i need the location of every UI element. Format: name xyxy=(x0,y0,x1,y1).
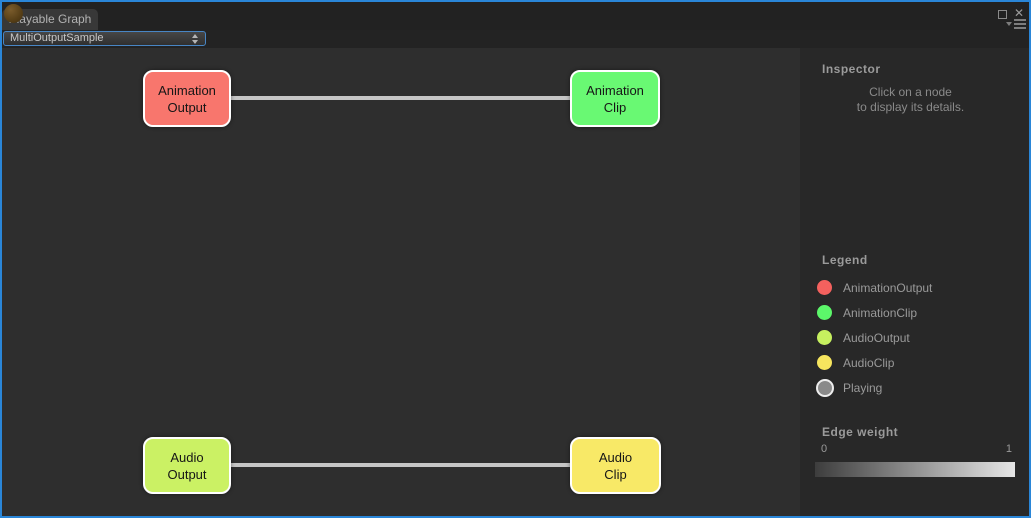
node-label: Audio Output xyxy=(167,449,207,482)
graph-node-animation-clip[interactable]: Animation Clip xyxy=(570,70,660,127)
unity-logo-icon xyxy=(4,4,23,23)
edge-animation-output-to-clip xyxy=(229,96,572,100)
graph-node-audio-output[interactable]: Audio Output xyxy=(143,437,231,494)
legend-color-dot xyxy=(817,355,832,370)
graph-node-audio-clip[interactable]: Audio Clip xyxy=(570,437,661,494)
edge-weight-max: 1 xyxy=(1005,443,1012,455)
edge-weight-gradient-bar xyxy=(815,462,1015,477)
legend-color-dot xyxy=(816,378,834,397)
legend-item-audio-clip: AudioClip xyxy=(815,350,1021,375)
dropdown-triangle-icon xyxy=(1006,22,1012,26)
legend-list: AnimationOutput AnimationClip AudioOutpu… xyxy=(815,275,1021,400)
tab-playable-graph[interactable]: Playable Graph xyxy=(2,9,98,30)
hamburger-icon xyxy=(1014,19,1026,29)
legend-item-label: AnimationOutput xyxy=(843,280,933,295)
legend-item-playing: Playing xyxy=(815,375,1021,400)
legend-title: Legend xyxy=(822,253,868,267)
edge-weight-title: Edge weight xyxy=(822,425,899,439)
legend-color-dot xyxy=(817,305,832,320)
graph-selector-value: MultiOutputSample xyxy=(10,32,104,44)
graph-node-animation-output[interactable]: Animation Output xyxy=(143,70,231,127)
graph-selector-dropdown[interactable]: MultiOutputSample xyxy=(3,31,206,46)
legend-color-dot xyxy=(817,280,832,295)
legend-item-label: AnimationClip xyxy=(843,305,918,320)
toolbar: MultiOutputSample xyxy=(2,30,1029,48)
node-label: Audio Clip xyxy=(598,449,633,482)
edge-audio-output-to-clip xyxy=(229,463,572,467)
node-label: Animation Clip xyxy=(586,82,644,115)
stepper-icon xyxy=(192,34,198,44)
legend-item-animation-output: AnimationOutput xyxy=(815,275,1021,300)
inspector-panel: Inspector Click on a node to display its… xyxy=(800,48,1029,516)
maximize-icon[interactable] xyxy=(997,9,1007,19)
inspector-hint: Click on a node to display its details. xyxy=(856,85,965,114)
inspector-title: Inspector xyxy=(822,62,881,76)
legend-item-animation-clip: AnimationClip xyxy=(815,300,1021,325)
titlebar: Playable Graph ✕ xyxy=(2,2,1029,30)
node-label: Animation Output xyxy=(158,82,216,115)
pane-menu-icon[interactable] xyxy=(1006,19,1026,29)
legend-item-label: AudioOutput xyxy=(843,330,910,345)
edge-weight-min: 0 xyxy=(821,443,828,455)
edge-weight-scale: 0 1 xyxy=(821,443,1012,455)
legend-item-label: AudioClip xyxy=(843,355,895,370)
graph-canvas[interactable]: Animation Output Animation Clip Audio Ou… xyxy=(2,48,800,516)
legend-item-label: Playing xyxy=(843,380,883,395)
legend-color-dot xyxy=(817,330,832,345)
legend-item-audio-output: AudioOutput xyxy=(815,325,1021,350)
close-icon[interactable]: ✕ xyxy=(1013,6,1024,20)
